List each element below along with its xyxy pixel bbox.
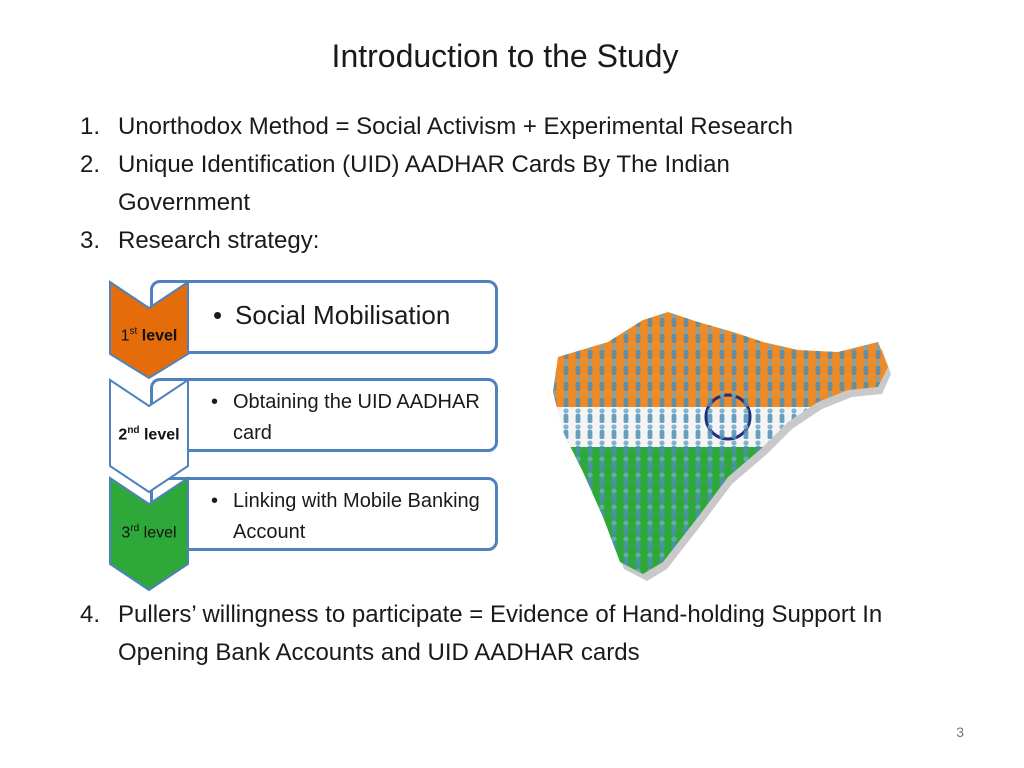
level-3-text: Linking with Mobile Banking Account: [233, 490, 480, 543]
level-2-box: • Obtaining the UID AADHAR card: [150, 378, 498, 452]
list-number: 1.: [80, 113, 101, 140]
list-number: 3.: [80, 227, 101, 254]
level-3-box: • Linking with Mobile Banking Account: [150, 477, 498, 551]
page-number: 3: [956, 724, 964, 740]
list-text: Unique Identification (UID) AADHAR Cards…: [118, 151, 730, 216]
list-number: 4.: [80, 601, 101, 628]
level-1-box: • Social Mobilisation: [150, 280, 498, 354]
level-1-text: Social Mobilisation: [235, 300, 451, 330]
list-number: 2.: [80, 151, 101, 178]
bullet: •: [211, 391, 219, 413]
level-3-label: 3rd level: [121, 523, 177, 542]
level-2-chevron: [109, 378, 189, 494]
bullet: •: [213, 300, 223, 330]
level-3-chevron: [109, 476, 189, 592]
list-text: Pullers’ willingness to participate = Ev…: [118, 601, 883, 666]
level-1-label: 1st level: [120, 326, 178, 345]
list-text: Research strategy:: [118, 227, 320, 254]
level-1-chevron: [109, 280, 189, 380]
bullet: •: [211, 490, 219, 512]
level-2-text: Obtaining the UID AADHAR card: [233, 391, 480, 444]
slide-title: Introduction to the Study: [331, 38, 679, 74]
india-map-crowd-icon: [553, 312, 891, 581]
list-text: Unorthodox Method = Social Activism + Ex…: [118, 113, 793, 140]
level-2-label: 2nd level: [118, 425, 180, 444]
